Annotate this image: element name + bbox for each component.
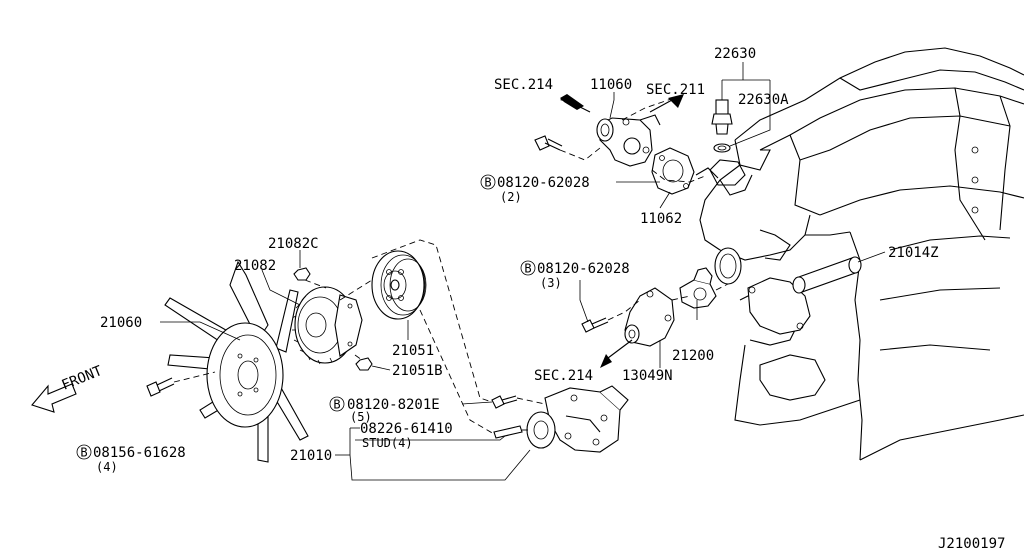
sec214-arrow-top — [560, 94, 591, 113]
label-stud[interactable]: 08226-61410 — [360, 421, 453, 437]
sec214-arrow-mid — [600, 339, 633, 368]
label-21060[interactable]: 21060 — [100, 315, 142, 331]
bolt-symbol-mid: B — [520, 260, 536, 276]
label-bolt-pump-qty: (5) — [350, 410, 372, 424]
bolt-symbol-top: B — [480, 174, 496, 190]
thermostat-bolt[interactable] — [581, 317, 609, 333]
thermostat-gasket[interactable] — [714, 247, 742, 285]
leader-lines — [160, 62, 886, 481]
fan-bolt[interactable] — [146, 377, 175, 397]
coupling-nut-top[interactable] — [293, 267, 311, 281]
label-21010[interactable]: 21010 — [290, 448, 332, 464]
label-sec214-top[interactable]: SEC.214 — [494, 77, 553, 93]
temperature-sensor[interactable] — [711, 99, 733, 153]
cooling-fan[interactable] — [164, 260, 309, 463]
label-bolt-fan[interactable]: 08156-61628 — [93, 445, 186, 461]
label-11060[interactable]: 11060 — [590, 77, 632, 93]
fan-coupling[interactable] — [291, 286, 363, 365]
bolt-symbol-letter: B — [484, 176, 491, 190]
label-stud-note: STUD(4) — [362, 436, 413, 450]
front-arrow-icon — [31, 383, 77, 413]
bolt-symbol-fan: B — [76, 444, 92, 460]
label-bolt-mid[interactable]: 08120-62028 — [537, 261, 630, 277]
label-21051b[interactable]: 21051B — [392, 363, 443, 379]
outlet-bolt[interactable] — [534, 135, 563, 151]
label-bolt-top-qty: (2) — [500, 190, 522, 204]
bolt-symbol-letter: B — [80, 446, 87, 460]
inlet-hose[interactable] — [792, 256, 862, 294]
bolt-symbol-letter: B — [524, 262, 531, 276]
sec211-arrow — [649, 94, 684, 113]
pump-stud[interactable] — [493, 425, 523, 439]
label-13049n[interactable]: 13049N — [622, 368, 673, 384]
coupling-nut-bottom[interactable] — [355, 357, 373, 371]
label-22630[interactable]: 22630 — [714, 46, 756, 62]
label-front: FRONT — [60, 363, 106, 394]
bolt-symbol-letter: B — [333, 398, 340, 412]
water-pump[interactable] — [526, 385, 629, 453]
label-bolt-pump[interactable]: 08120-8201E — [347, 397, 440, 413]
label-22630a[interactable]: 22630A — [738, 92, 789, 108]
label-sec211[interactable]: SEC.211 — [646, 82, 705, 98]
pulley[interactable] — [371, 250, 427, 320]
label-bolt-fan-qty: (4) — [96, 460, 118, 474]
label-21014z[interactable]: 21014Z — [888, 245, 939, 261]
water-outlet[interactable] — [596, 114, 661, 167]
thermostat-housing[interactable] — [624, 287, 675, 347]
label-bolt-mid-qty: (3) — [540, 276, 562, 290]
label-sec214-mid[interactable]: SEC.214 — [534, 368, 593, 384]
bolt-symbol-pump: B — [329, 396, 345, 412]
engine-block — [695, 47, 1024, 461]
diagram-id: J2100197 — [938, 536, 1005, 552]
label-11062[interactable]: 11062 — [640, 211, 682, 227]
label-21051[interactable]: 21051 — [392, 343, 434, 359]
label-21200[interactable]: 21200 — [672, 348, 714, 364]
label-21082[interactable]: 21082 — [234, 258, 276, 274]
label-21082c[interactable]: 21082C — [268, 236, 319, 252]
label-bolt-top[interactable]: 08120-62028 — [497, 175, 590, 191]
pump-bolt[interactable] — [491, 395, 518, 409]
thermostat[interactable] — [679, 267, 717, 309]
outlet-gasket[interactable] — [651, 147, 695, 195]
water-inlet[interactable] — [747, 277, 811, 335]
